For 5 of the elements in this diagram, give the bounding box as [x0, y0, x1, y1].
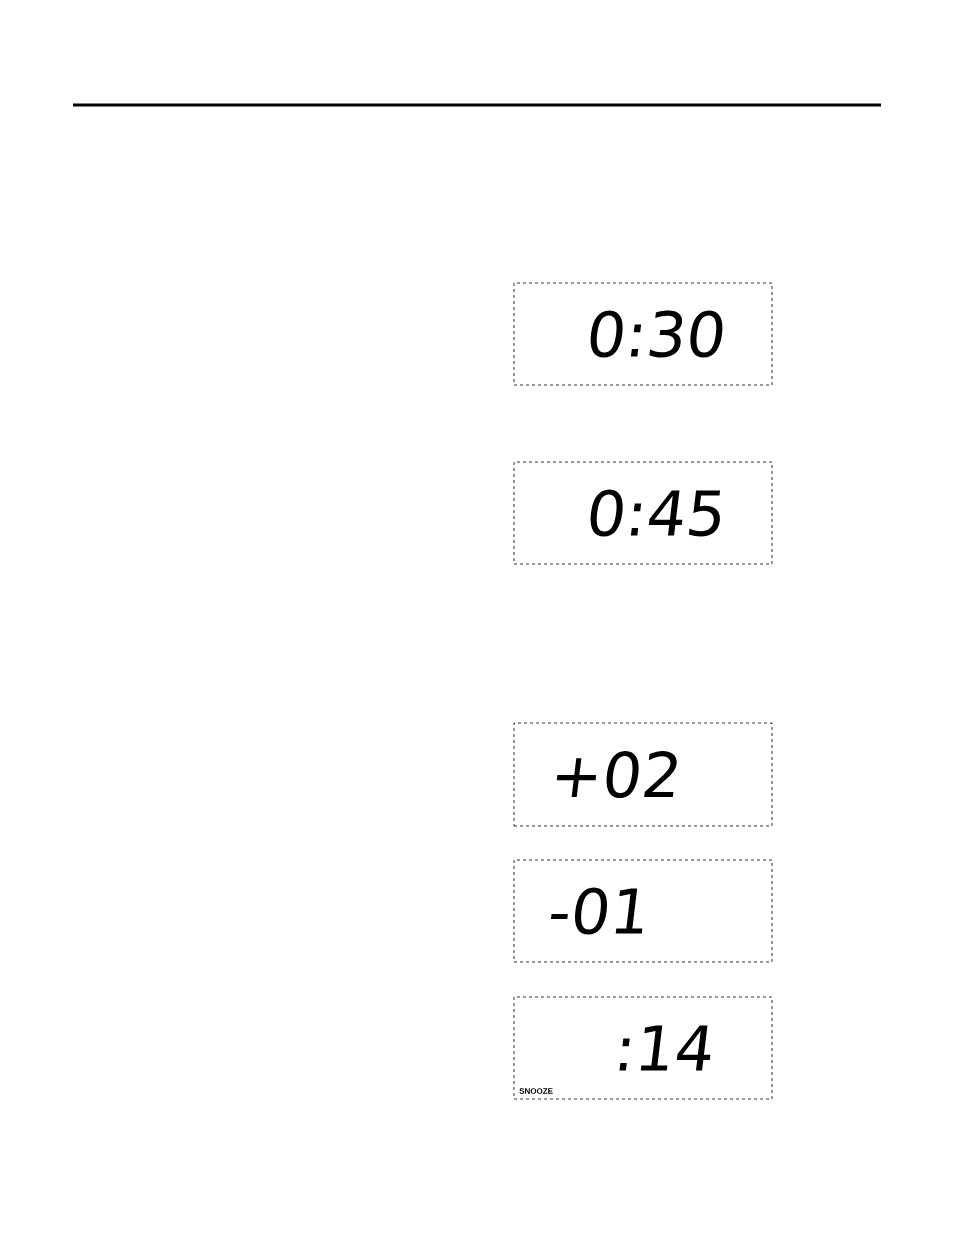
lcd-display: -01: [513, 859, 773, 963]
lcd-display: 0:30: [513, 282, 773, 386]
lcd-display: :14 SNOOZE: [513, 996, 773, 1100]
lcd-display: 0:45: [513, 461, 773, 565]
lcd-display: +02: [513, 722, 773, 827]
